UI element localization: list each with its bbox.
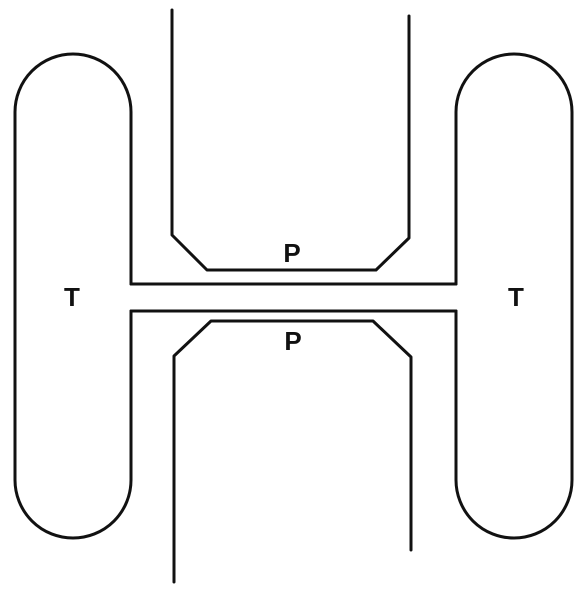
right-t-label: T xyxy=(508,282,524,312)
top-p-region-outline xyxy=(170,8,411,272)
right-t-region-outline xyxy=(454,52,574,540)
bottom-p-region-outline xyxy=(172,319,413,584)
left-t-region-outline xyxy=(13,52,133,540)
left-t-label: T xyxy=(64,282,80,312)
bottom-p-label: P xyxy=(284,326,301,356)
top-p-label: P xyxy=(283,238,300,268)
